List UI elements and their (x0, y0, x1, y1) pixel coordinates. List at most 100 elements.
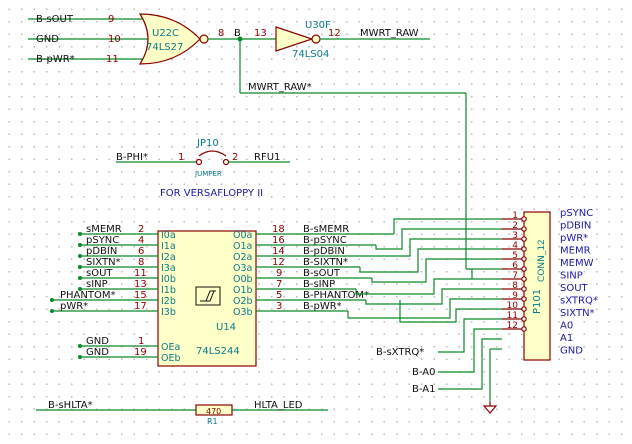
r1-output-net: HLTA_LED (254, 400, 303, 411)
output-routing (347, 218, 502, 402)
u14-out-net-4: B-SIXTN* (303, 257, 348, 268)
u14-pin-label-oea: OEa (161, 342, 180, 353)
u14-schmitt-symbol (195, 286, 221, 306)
u22c-nor-gate: B-sOUT GND B-pWR* 9 10 11 U22C 74LS27 8 … (28, 13, 276, 65)
jp10-input-net: B-PHI* (116, 152, 148, 163)
u22c-output-net: B (234, 28, 241, 39)
u14-pin-label-o0a: O0a (233, 230, 252, 241)
u30f-value: 74LS04 (292, 49, 329, 60)
u14-pin-label-i1b: I1b (161, 285, 176, 296)
p101-pin-number: 7 (512, 271, 518, 281)
p101-pin-number: 12 (507, 321, 518, 331)
p101-pin-number: 11 (507, 311, 518, 321)
mwrt-raw-net-label: MWRT_RAW* (248, 82, 312, 93)
p101-signal-label: A0 (560, 321, 573, 332)
p101-pin-end (521, 316, 527, 322)
u14-pin-label-i3b: I3b (161, 307, 176, 318)
u14-pin-label-i2b: I2b (161, 296, 176, 307)
r1-value: 470 (206, 407, 221, 416)
u14-pin-label-o2a: O2a (233, 252, 252, 263)
u14-in-pin-5: 11 (134, 268, 147, 279)
u30f-output-pin: 12 (328, 28, 341, 39)
u14-pin-label-i3a: I3a (161, 263, 176, 274)
u14-in-pin-1: 2 (138, 224, 144, 235)
u14-out-pin-8: 3 (276, 301, 282, 312)
p101-signal-label: GND (560, 346, 583, 357)
p101-pin-end (521, 296, 527, 302)
u14-out-net-3: B-pDBIN (303, 246, 345, 257)
u14-in-net-4: SIXTN* (86, 257, 121, 268)
u14-in-pin-4: 8 (138, 257, 144, 268)
u14-out-net-7: B-PHANTOM* (303, 290, 369, 301)
p101-body (523, 211, 551, 361)
u14-pin-label-o3b: O3b (233, 307, 253, 318)
u14-out-pin-4: 12 (272, 257, 285, 268)
u14-in-pin-6: 13 (134, 279, 147, 290)
u14-out-net-8: B-pWR* (303, 301, 342, 312)
u14-pin-label-o1a: O1a (233, 241, 252, 252)
u14-pin-label-o2b: O2b (233, 296, 253, 307)
u22c-ref: U22C (152, 28, 179, 39)
r1-resistor: B-sHLTA* 470 R1 HLTA_LED (36, 400, 328, 426)
p101-pin-end (521, 226, 527, 232)
u30f-body (275, 26, 314, 52)
p101-pin-number: 1 (512, 211, 518, 221)
jp10-pin-1: 1 (178, 152, 184, 163)
p101-ref: P101 (532, 289, 543, 314)
u14-out-net-5: B-sOUT (303, 268, 341, 279)
p101-pin-end (521, 236, 527, 242)
p101-pin-number: 2 (512, 221, 518, 231)
u14-in-net-8: pWR* (60, 301, 88, 312)
u14-value: 74LS244 (196, 346, 240, 357)
u22c-input-net-3: B-pWR* (36, 54, 75, 65)
u30f-ref: U30F (305, 20, 331, 31)
p101-pin-number: 4 (512, 241, 518, 251)
u22c-input-pin-3: 11 (106, 54, 119, 65)
p101-signal-label: SINP (560, 271, 583, 282)
u22c-body (138, 13, 201, 65)
p101-pin-number: 6 (512, 261, 518, 271)
u14-in-pin-8: 17 (134, 301, 147, 312)
p101-pin-number: 8 (512, 281, 518, 291)
p101-signal-label: MEMW (560, 258, 594, 269)
p101-pin-end (521, 266, 527, 272)
p101-value: CONN_12 (537, 239, 547, 282)
u14-in-pin-7: 15 (134, 290, 147, 301)
u22c-input-pin-2: 10 (108, 34, 121, 45)
p101-signal-label: SOUT (560, 283, 589, 294)
u14-in-net-6: sINP (86, 279, 108, 290)
u30f-input-pin: 13 (254, 28, 267, 39)
u22c-bubble (199, 34, 209, 44)
u14-out-net-1: B-sMEMR (303, 224, 349, 235)
p101-pin-end (521, 276, 527, 282)
u14-buffer: sMEMR pSYNC pDBIN SIXTN* sOUT sINP PHANT… (50, 224, 394, 367)
jp10-jumper: JP10 B-PHI* 1 2 RFU1 JUMPER (116, 138, 290, 178)
u14-oe-pin-2: 19 (134, 347, 147, 358)
u14-oe-net-2: GND (86, 347, 109, 358)
u14-out-net-2: B-pSYNC (303, 235, 347, 246)
r1-ref: R1 (207, 417, 218, 426)
u14-oe-net-1: GND (86, 336, 109, 347)
jp10-ref: JP10 (196, 138, 219, 149)
p101-pin-end (521, 216, 527, 222)
u14-in-net-7: PHANTOM* (60, 290, 115, 301)
u14-ref: U14 (216, 322, 236, 333)
u30f-bubble (311, 34, 321, 44)
jp10-value: JUMPER (194, 170, 222, 178)
p101-signal-label: SIXTN* (560, 308, 595, 319)
u14-in-pin-3: 6 (138, 246, 144, 257)
ground-icon (482, 402, 498, 414)
p101-pin-number: 9 (512, 291, 518, 301)
u14-in-net-2: pSYNC (86, 235, 119, 246)
p101-pin-end (521, 326, 527, 332)
p101-signal-label: MEMR (560, 246, 591, 257)
p101-signal-label: sXTRQ* (560, 296, 598, 307)
u14-pin-label-o0b: O0b (233, 274, 253, 285)
u22c-input-net-2: GND (36, 34, 59, 45)
u22c-input-pin-1: 9 (108, 14, 114, 25)
r1-input-net: B-sHLTA* (48, 400, 93, 411)
u22c-value: 74LS27 (146, 42, 183, 53)
p101-signal-label: pWR* (560, 233, 588, 244)
